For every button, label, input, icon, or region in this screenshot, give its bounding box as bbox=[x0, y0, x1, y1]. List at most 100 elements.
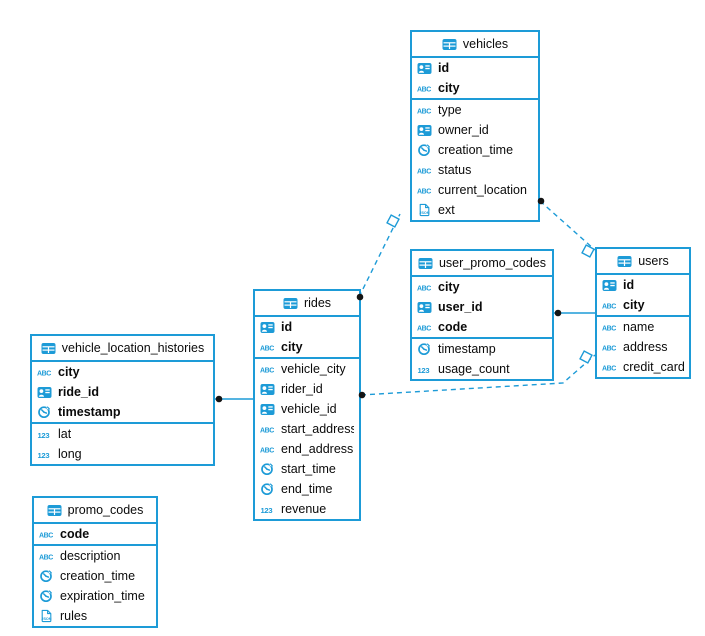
columns-section: ABC description creation_time expiration… bbox=[34, 546, 156, 626]
column-row[interactable]: owner_id bbox=[412, 120, 538, 140]
column-label: long bbox=[58, 447, 82, 461]
column-row[interactable]: ABC vehicle_city bbox=[255, 359, 359, 379]
relationship-vehicle_location_histories-rides[interactable] bbox=[215, 395, 253, 403]
column-row[interactable]: creation_time bbox=[412, 140, 538, 160]
table-header[interactable]: promo_codes bbox=[34, 498, 156, 524]
svg-text:123: 123 bbox=[38, 450, 50, 459]
column-row[interactable]: rider_id bbox=[255, 379, 359, 399]
table-header[interactable]: vehicle_location_histories bbox=[32, 336, 213, 362]
column-row[interactable]: id bbox=[412, 58, 538, 78]
column-row[interactable]: ABC description bbox=[34, 546, 156, 566]
column-row[interactable]: ABC end_address bbox=[255, 439, 359, 459]
relationship-rides-users[interactable] bbox=[358, 350, 596, 399]
column-row[interactable]: ABC type bbox=[412, 100, 538, 120]
table-vehicle_location_histories[interactable]: vehicle_location_histories ABC city ride… bbox=[30, 334, 215, 466]
column-row[interactable]: id bbox=[597, 275, 689, 295]
column-row[interactable]: JSON rules bbox=[34, 606, 156, 626]
column-row[interactable]: expiration_time bbox=[34, 586, 156, 606]
primary-key-section: ABC code bbox=[34, 524, 156, 546]
table-vehicles[interactable]: vehicles id ABC city ABC type owner_id c… bbox=[410, 30, 540, 222]
column-row[interactable]: ABC city bbox=[32, 362, 213, 382]
column-row[interactable]: ABC current_location bbox=[412, 180, 538, 200]
abc-icon: ABC bbox=[39, 528, 56, 541]
column-row[interactable]: ABC city bbox=[412, 277, 552, 297]
table-promo_codes[interactable]: promo_codes ABC code ABC description cre… bbox=[32, 496, 158, 628]
column-label: user_id bbox=[438, 300, 483, 314]
column-row[interactable]: end_time bbox=[255, 479, 359, 499]
column-label: status bbox=[438, 163, 472, 177]
relationship-vehicles-users[interactable] bbox=[537, 197, 596, 258]
column-row[interactable]: timestamp bbox=[32, 402, 213, 422]
abc-icon: ABC bbox=[417, 164, 434, 177]
column-label: start_address bbox=[281, 422, 354, 436]
column-row[interactable]: vehicle_id bbox=[255, 399, 359, 419]
column-row[interactable]: ABC name bbox=[597, 317, 689, 337]
column-row[interactable]: start_time bbox=[255, 459, 359, 479]
svg-text:ABC: ABC bbox=[37, 370, 51, 377]
column-label: rules bbox=[60, 609, 88, 623]
svg-text:ABC: ABC bbox=[417, 188, 431, 195]
column-label: lat bbox=[58, 427, 72, 441]
clock-icon bbox=[417, 143, 434, 157]
table-icon bbox=[283, 297, 299, 310]
id-icon bbox=[417, 62, 434, 75]
svg-text:ABC: ABC bbox=[602, 303, 616, 310]
num-icon: 123 bbox=[37, 428, 54, 441]
relation-end-dot-marker bbox=[356, 293, 364, 301]
svg-text:ABC: ABC bbox=[417, 325, 431, 332]
table-user_promo_codes[interactable]: user_promo_codes ABC city user_id ABC co… bbox=[410, 249, 554, 381]
table-header[interactable]: users bbox=[597, 249, 689, 275]
abc-icon: ABC bbox=[417, 281, 434, 294]
column-row[interactable]: creation_time bbox=[34, 566, 156, 586]
table-icon bbox=[617, 255, 633, 268]
relation-end-dot-marker bbox=[537, 197, 545, 205]
column-row[interactable]: ABC code bbox=[412, 317, 552, 337]
table-users[interactable]: users id ABC city ABC name ABC address A… bbox=[595, 247, 691, 379]
abc-icon: ABC bbox=[602, 361, 619, 374]
table-header[interactable]: vehicles bbox=[412, 32, 538, 58]
column-row[interactable]: ABC address bbox=[597, 337, 689, 357]
id-icon bbox=[260, 383, 277, 396]
id-icon bbox=[417, 124, 434, 137]
column-label: ride_id bbox=[58, 385, 99, 399]
id-icon bbox=[37, 386, 54, 399]
table-header[interactable]: user_promo_codes bbox=[412, 251, 552, 277]
column-label: city bbox=[58, 365, 80, 379]
column-row[interactable]: timestamp bbox=[412, 339, 552, 359]
relationship-user_promo_codes-users[interactable] bbox=[554, 309, 595, 317]
column-label: start_time bbox=[281, 462, 336, 476]
table-title: vehicle_location_histories bbox=[61, 341, 205, 355]
column-row[interactable]: ABC start_address bbox=[255, 419, 359, 439]
abc-icon: ABC bbox=[602, 299, 619, 312]
relationship-rides-vehicles[interactable] bbox=[356, 213, 401, 301]
column-row[interactable]: ABC city bbox=[412, 78, 538, 98]
relation-end-dot-marker bbox=[358, 391, 366, 399]
column-row[interactable]: JSON ext bbox=[412, 200, 538, 220]
column-row[interactable]: ABC city bbox=[255, 337, 359, 357]
svg-text:ABC: ABC bbox=[417, 168, 431, 175]
column-row[interactable]: 123 revenue bbox=[255, 499, 359, 519]
column-row[interactable]: id bbox=[255, 317, 359, 337]
primary-key-section: id ABC city bbox=[412, 58, 538, 100]
svg-text:ABC: ABC bbox=[260, 427, 274, 434]
column-row[interactable]: ride_id bbox=[32, 382, 213, 402]
table-header[interactable]: rides bbox=[255, 291, 359, 317]
column-row[interactable]: ABC city bbox=[597, 295, 689, 315]
svg-text:ABC: ABC bbox=[39, 532, 53, 539]
column-row[interactable]: ABC credit_card bbox=[597, 357, 689, 377]
column-label: usage_count bbox=[438, 362, 510, 376]
column-row[interactable]: user_id bbox=[412, 297, 552, 317]
optional-end-diamond-marker bbox=[581, 244, 595, 258]
table-icon bbox=[47, 504, 63, 517]
column-row[interactable]: ABC code bbox=[34, 524, 156, 544]
column-row[interactable]: ABC status bbox=[412, 160, 538, 180]
abc-icon: ABC bbox=[37, 366, 54, 379]
column-row[interactable]: 123 lat bbox=[32, 424, 213, 444]
abc-icon: ABC bbox=[417, 82, 434, 95]
abc-icon: ABC bbox=[417, 321, 434, 334]
column-row[interactable]: 123 long bbox=[32, 444, 213, 464]
table-rides[interactable]: rides id ABC city ABC vehicle_city rider… bbox=[253, 289, 361, 521]
column-row[interactable]: 123 usage_count bbox=[412, 359, 552, 379]
